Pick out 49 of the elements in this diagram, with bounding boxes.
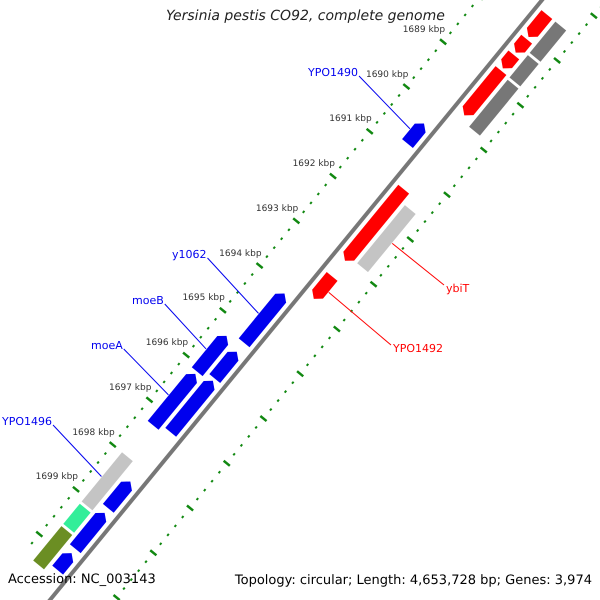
leader-line (164, 304, 207, 350)
scale-label: 1695 kbp (182, 294, 225, 304)
gene-label: y1062 (172, 249, 207, 260)
gene-label: ybiT (446, 283, 470, 294)
gene-segment (192, 336, 228, 376)
scale-label: 1692 kbp (292, 160, 335, 170)
leader-line (328, 292, 392, 346)
gene-segment (514, 34, 532, 53)
gene-segment (530, 22, 566, 62)
gene-segment (70, 512, 106, 554)
leader-line (52, 424, 102, 478)
gene-segment (165, 380, 215, 437)
gene-segment (52, 553, 74, 575)
leader-line (123, 348, 169, 396)
gene-segment (462, 66, 506, 116)
scale-label: 1698 kbp (72, 428, 115, 438)
leader-line (207, 258, 259, 314)
scale-label: 1694 kbp (219, 250, 262, 259)
gene-segment (82, 452, 133, 510)
leader-line (392, 242, 444, 286)
scale-label: 1689 kbp (402, 26, 446, 35)
gene-segment (501, 50, 520, 68)
leader-line (358, 76, 410, 130)
gene-segment (238, 294, 286, 348)
scale-label: 1699 kbp (36, 473, 78, 482)
gene-segment (526, 10, 552, 37)
gene-segment (209, 352, 238, 383)
gene-segment (33, 526, 72, 570)
scale-label: 1696 kbp (146, 339, 188, 348)
accession-text: Accession: NC_003143 (7, 571, 157, 589)
gene-segment (102, 482, 132, 513)
scale-label: 1690 kbp (366, 70, 408, 80)
gene-segment (312, 272, 338, 299)
gene-segment (402, 123, 426, 148)
gene-label: YPO1490 (308, 67, 358, 78)
gene-segment (63, 504, 91, 533)
scale-label: 1691 kbp (329, 115, 372, 124)
scale-label: 1697 kbp (109, 384, 152, 393)
gene-segment (357, 205, 416, 272)
gene-segment (343, 184, 410, 261)
gene-segment (510, 55, 539, 86)
gene-label: moeA (91, 340, 123, 351)
gene-segment (469, 80, 518, 136)
gene-label: YPO1492 (393, 343, 444, 354)
genome-stats-text: Topology: circular; Length: 4,653,728 bp; Genes: 3,974 (234, 574, 592, 587)
title: Yersinia pestis CO92, complete genome (166, 9, 445, 23)
gene-label: moeB (132, 295, 164, 306)
scale-label: 1693 kbp (256, 204, 298, 214)
gene-label: YPO1496 (2, 416, 52, 427)
